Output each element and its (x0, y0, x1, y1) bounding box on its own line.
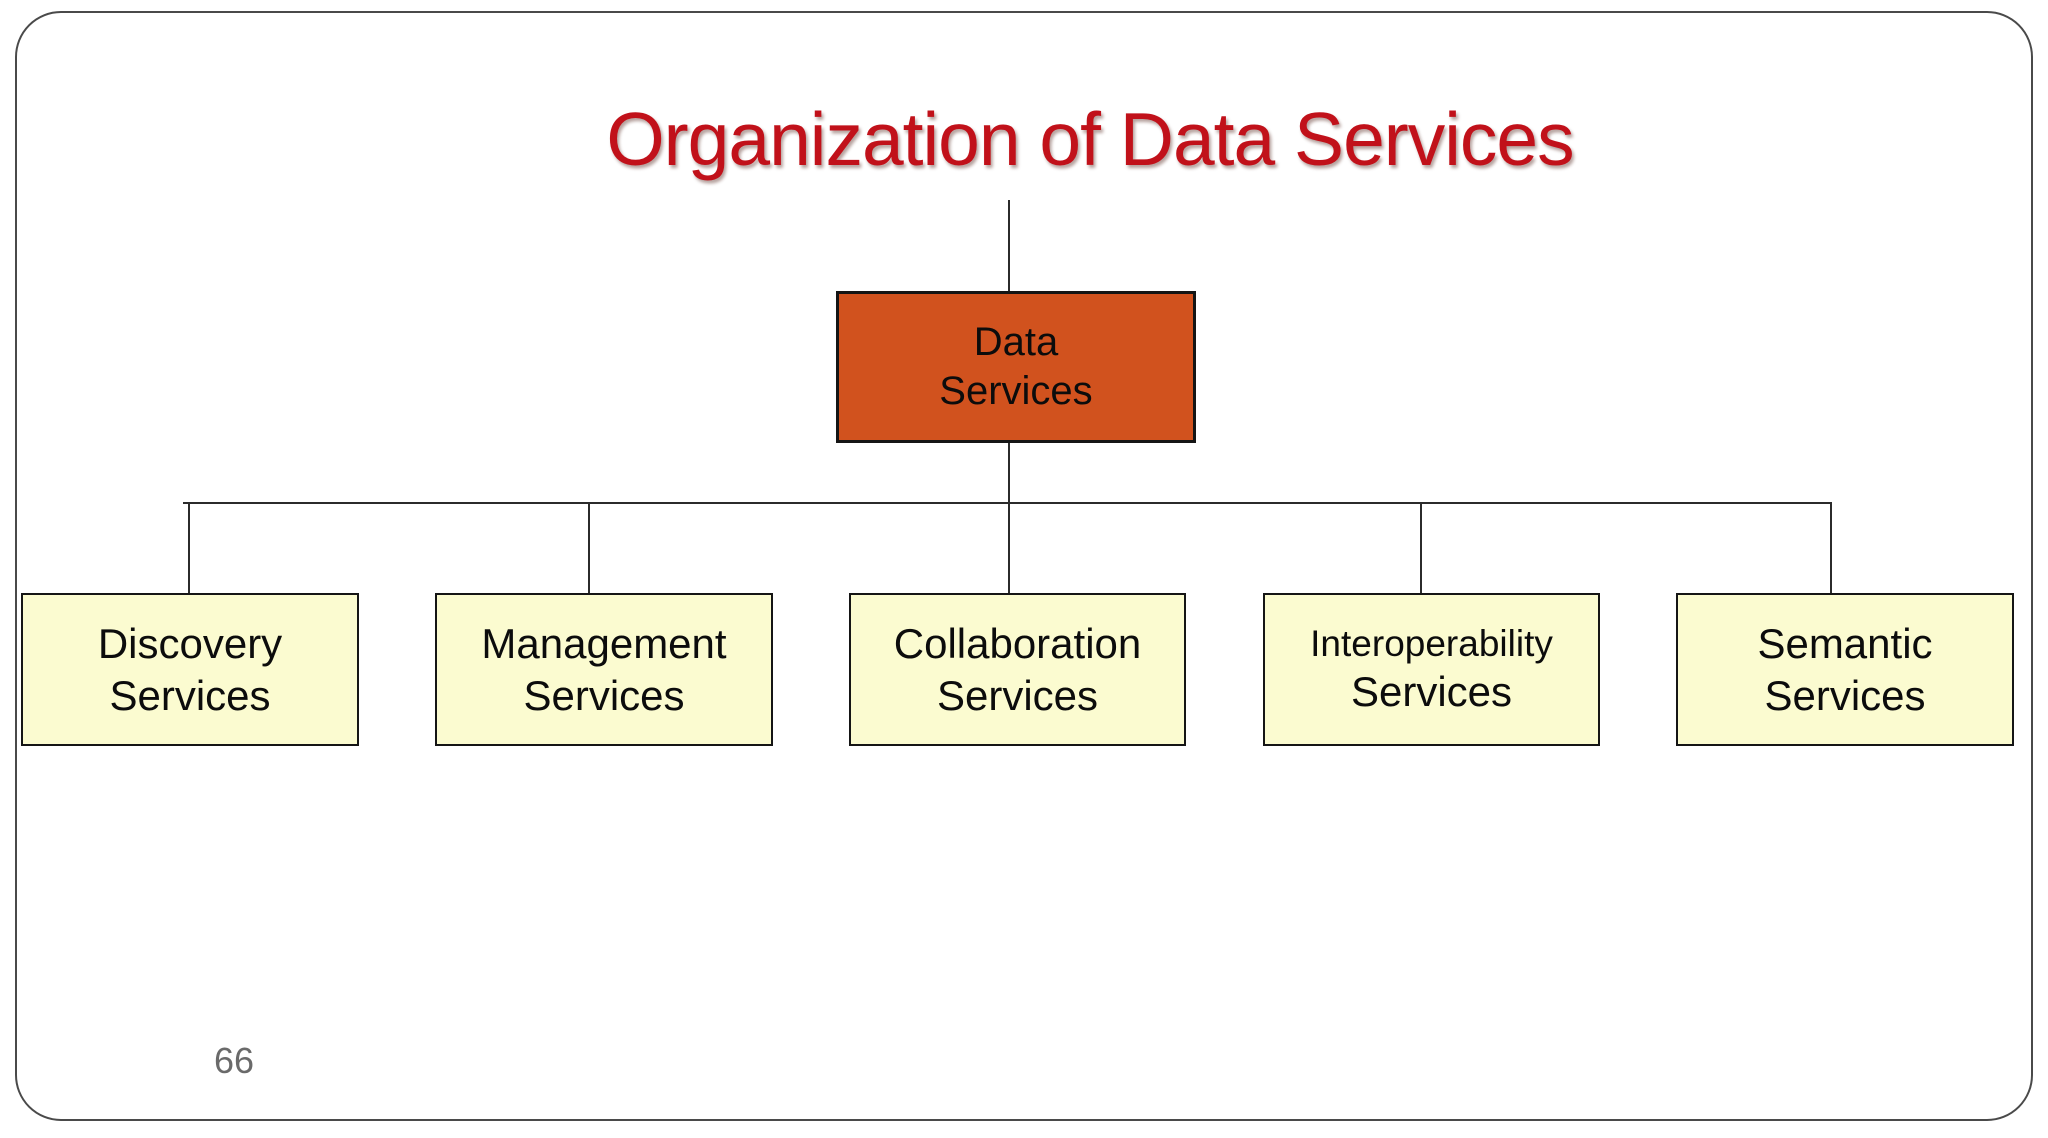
node-label-line: Management (481, 620, 727, 668)
node-interoperability-services: Interoperability Services (1263, 593, 1600, 746)
node-label-line: Services (939, 369, 1093, 413)
slide-title: Organization of Data Services (606, 97, 1574, 181)
connector-drop-management (588, 503, 590, 595)
node-label-line: Interoperability (1310, 623, 1553, 665)
connector-bus-line (183, 502, 1832, 504)
connector-title-to-root (1008, 200, 1010, 291)
node-label-line: Services (109, 671, 271, 719)
node-semantic-services: Semantic Services (1676, 593, 2014, 746)
connector-root-to-bus (1008, 443, 1010, 503)
slide-border (15, 11, 2033, 1121)
node-label-line: Services (523, 671, 685, 719)
connector-drop-collaboration (1008, 503, 1010, 595)
node-label-line: Services (1764, 671, 1926, 719)
node-data-services: Data Services (836, 291, 1196, 443)
node-collaboration-services: Collaboration Services (849, 593, 1186, 746)
node-discovery-services: Discovery Services (21, 593, 359, 746)
connector-drop-discovery (188, 503, 190, 595)
node-label-line: Collaboration (893, 620, 1142, 668)
connector-drop-semantic (1830, 503, 1832, 595)
page-number: 66 (214, 1040, 255, 1081)
node-label-line: Services (1350, 668, 1513, 716)
node-label-line: Semantic (1757, 620, 1933, 668)
node-management-services: Management Services (435, 593, 773, 746)
node-label-line: Data (973, 320, 1059, 365)
node-label-line: Discovery (97, 620, 283, 668)
node-label-line: Services (936, 671, 1099, 719)
connector-drop-interoperability (1420, 503, 1422, 595)
